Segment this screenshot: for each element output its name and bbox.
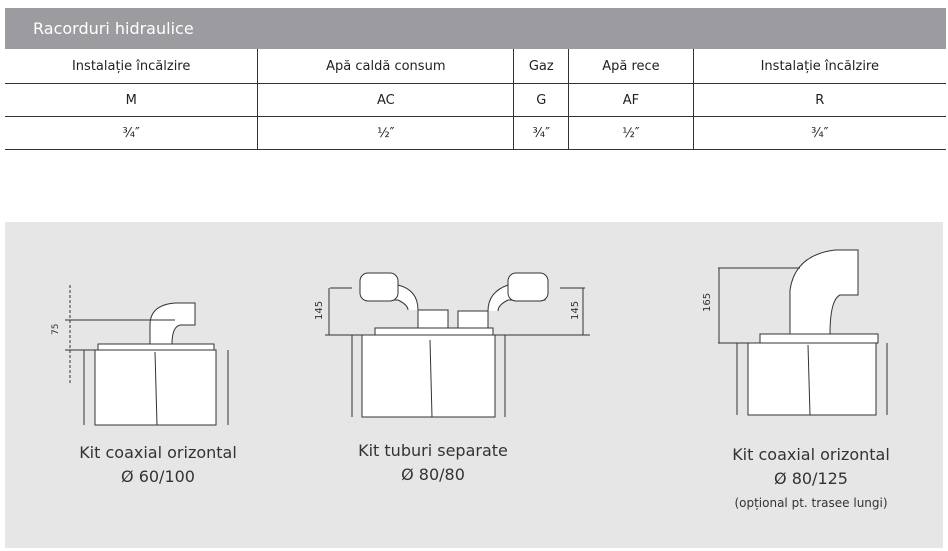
header-cell: Instalație încălzire xyxy=(692,49,946,84)
code-cell: G xyxy=(513,83,569,117)
connections-table: Instalație încălzire Apă caldă consum Ga… xyxy=(5,49,946,150)
size-cell: ¾″ xyxy=(5,116,258,150)
kit-name: Kit coaxial orizontal xyxy=(79,443,237,462)
kit-coaxial-80-drawing: 165 xyxy=(702,249,888,416)
header-cell: Apă caldă consum xyxy=(257,49,514,84)
kit-note: (opțional pt. trasee lungi) xyxy=(734,496,888,510)
code-row: M AC G AF R xyxy=(5,83,946,117)
size-cell: ¾″ xyxy=(513,116,569,150)
dimension-label: 75 xyxy=(51,324,61,335)
code-cell: R xyxy=(692,83,946,117)
size-cell: ½″ xyxy=(568,116,694,150)
kit-diameter: Ø 80/80 xyxy=(401,465,465,484)
header-cell: Instalație încălzire xyxy=(5,49,258,84)
kit-coaxial-60-drawing: 75 xyxy=(51,285,229,426)
code-cell: AC xyxy=(257,83,514,117)
kit-caption-3: Kit coaxial orizontal Ø 80/125 (opțional… xyxy=(697,443,925,515)
header-cell: Gaz xyxy=(513,49,569,84)
dimension-label: 145 xyxy=(570,301,581,320)
kit-name: Kit coaxial orizontal xyxy=(732,445,890,464)
kit-diameter: Ø 60/100 xyxy=(121,467,195,486)
kit-name: Kit tuburi separate xyxy=(358,441,508,460)
kit-diameter: Ø 80/125 xyxy=(774,469,848,488)
size-cell: ¾″ xyxy=(692,116,946,150)
size-row: ¾″ ½″ ¾″ ½″ ¾″ xyxy=(5,116,946,150)
header-row: Instalație încălzire Apă caldă consum Ga… xyxy=(5,49,946,84)
code-cell: AF xyxy=(568,83,694,117)
kit-caption-2: Kit tuburi separate Ø 80/80 xyxy=(333,439,533,487)
dimension-label: 145 xyxy=(314,301,325,320)
size-cell: ½″ xyxy=(257,116,514,150)
kit-separate-80-drawing: 145 145 xyxy=(314,272,590,418)
dimension-label: 165 xyxy=(702,293,713,312)
section-title: Racorduri hidraulice xyxy=(5,8,946,49)
code-cell: M xyxy=(5,83,258,117)
kit-caption-1: Kit coaxial orizontal Ø 60/100 xyxy=(58,441,258,489)
header-cell: Apă rece xyxy=(568,49,694,84)
